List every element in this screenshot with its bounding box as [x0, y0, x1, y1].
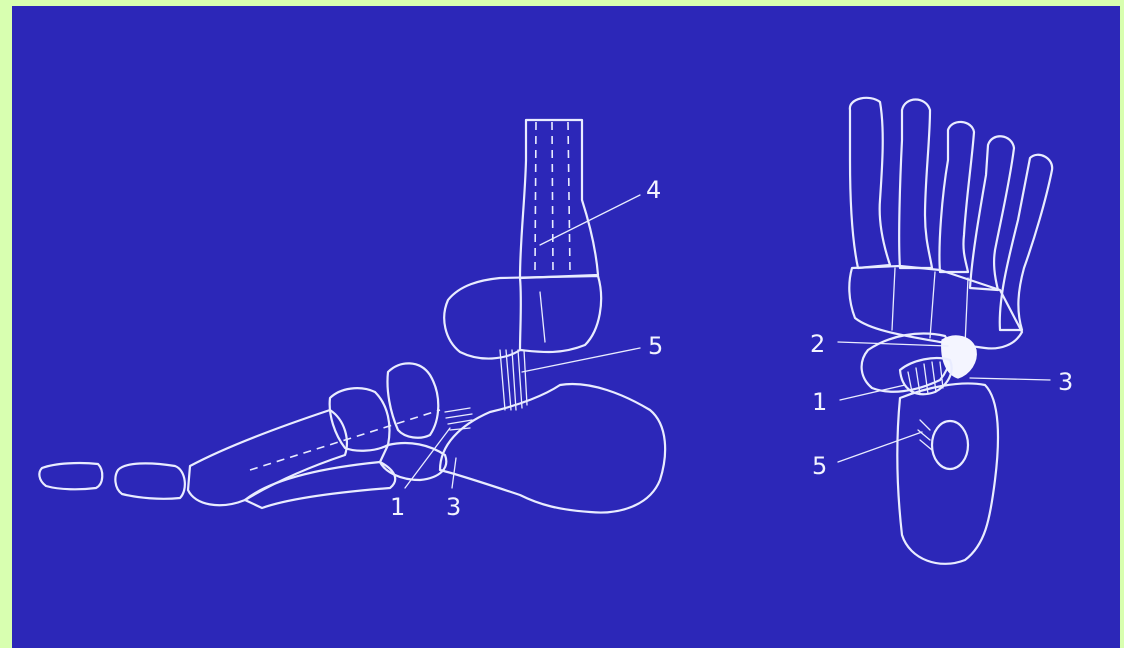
sinus-tarsi: [932, 421, 968, 469]
ligament-5-fibres: [500, 350, 527, 410]
tibia: [520, 120, 598, 278]
leader-5-dorsal: [838, 432, 922, 462]
calcaneus: [440, 384, 665, 512]
leader-2: [838, 342, 948, 346]
distal-phalanx: [39, 463, 102, 489]
ray-1: [850, 98, 890, 268]
label-1-lateral: 1: [390, 493, 405, 521]
leader-3-dorsal: [970, 378, 1050, 380]
ligament-1-marks: [445, 408, 472, 430]
cuboid: [380, 443, 446, 480]
label-5-lateral: 5: [648, 332, 663, 360]
proximal-phalanx: [115, 463, 184, 498]
ray-2: [899, 100, 932, 269]
label-5-dorsal: 5: [812, 452, 827, 480]
label-2-dorsal: 2: [810, 330, 825, 358]
calcaneus-dorsal: [897, 383, 998, 563]
joint-line: [250, 410, 440, 470]
label-4-lateral: 4: [646, 176, 661, 204]
lateral-view: 1 3 4 5: [39, 120, 665, 521]
label-3-lateral: 3: [446, 493, 461, 521]
navicular: [387, 363, 438, 437]
dorsal-view: 2 1 3 5: [810, 98, 1073, 564]
ligament-5-dorsal: [918, 420, 932, 450]
leader-4: [540, 195, 640, 245]
talus: [444, 276, 601, 359]
metatarsal: [188, 410, 347, 505]
ligament-2: [942, 336, 977, 378]
metatarsal-lateral: [245, 462, 395, 508]
label-3-dorsal: 3: [1058, 368, 1073, 396]
label-1-dorsal: 1: [812, 388, 827, 416]
ray-3: [939, 122, 974, 272]
